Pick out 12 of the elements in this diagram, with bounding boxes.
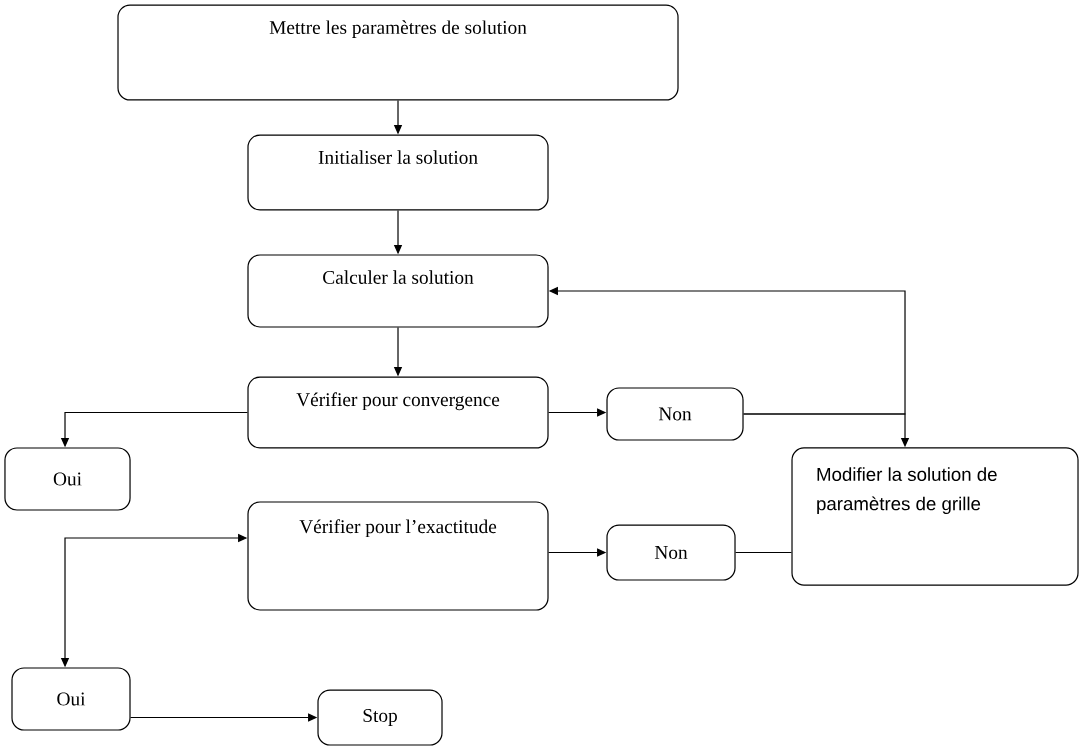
terminal-box: Stop [317, 689, 443, 746]
answer-box: Oui [11, 667, 131, 731]
connector-line [735, 551, 792, 554]
answer-box: Non [606, 524, 736, 581]
process-box: Mettre les paramètres de solution [117, 4, 679, 101]
process-box: Modifier la solution de paramètres de grille [791, 447, 1079, 586]
answer-box: Oui [4, 447, 131, 511]
process-box: Initialiser la solution [247, 134, 549, 211]
decision-box: Vérifier pour l’exactitude [247, 501, 549, 611]
process-box: Calculer la solution [247, 254, 549, 328]
answer-box: Non [606, 387, 744, 441]
decision-box: Vérifier pour convergence [247, 376, 549, 449]
